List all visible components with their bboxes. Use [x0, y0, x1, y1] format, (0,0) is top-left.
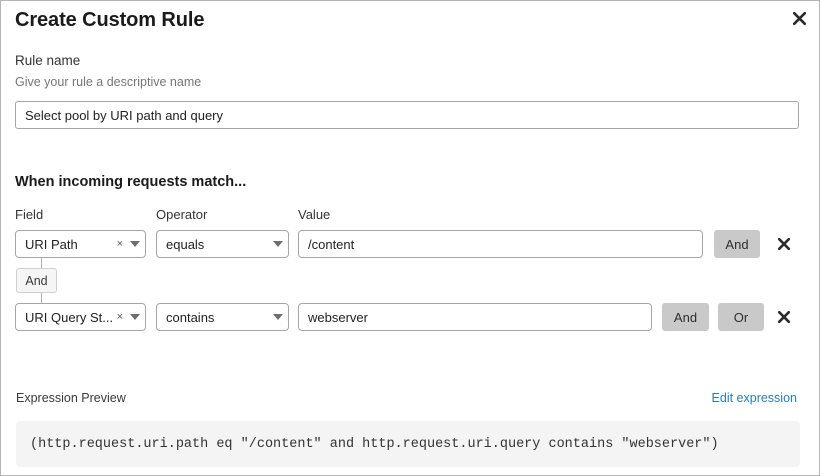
connector-and-badge[interactable]: And [16, 268, 57, 293]
operator-select-1[interactable]: equals [156, 230, 289, 258]
field-select-2[interactable]: URI Query St... × [15, 303, 146, 331]
field-select-2-value: URI Query St... [25, 309, 114, 325]
chevron-down-icon[interactable] [268, 314, 288, 320]
expression-preview-code: (http.request.uri.path eq "/content" and… [16, 421, 800, 467]
close-icon[interactable] [788, 7, 810, 29]
field-select-1-value: URI Path [25, 236, 78, 252]
expression-preview-label: Expression Preview [16, 391, 126, 405]
operator-select-2[interactable]: contains [156, 303, 289, 331]
conditions-heading: When incoming requests match... [15, 174, 247, 190]
field-select-1[interactable]: URI Path × [15, 230, 146, 258]
column-header-value: Value [298, 207, 331, 222]
value-input-2[interactable] [298, 303, 652, 331]
and-button-row-1[interactable]: And [714, 230, 760, 258]
edit-expression-link[interactable]: Edit expression [711, 391, 797, 405]
chevron-down-icon[interactable] [125, 314, 145, 320]
operator-select-1-value: equals [166, 236, 205, 252]
value-input-1[interactable] [298, 230, 703, 258]
column-header-operator: Operator [156, 207, 208, 222]
connector-line-top [41, 258, 42, 269]
clear-icon[interactable]: × [116, 310, 123, 323]
clear-icon[interactable]: × [116, 237, 123, 250]
connector-line-bottom [41, 293, 42, 303]
remove-condition-button-1[interactable] [773, 230, 795, 258]
operator-select-2-value: contains [166, 309, 215, 325]
column-header-field: Field [15, 207, 44, 222]
chevron-down-icon[interactable] [125, 241, 145, 247]
chevron-down-icon[interactable] [268, 241, 288, 247]
rule-name-help-text: Give your rule a descriptive name [15, 75, 202, 89]
rule-name-label: Rule name [15, 53, 81, 68]
and-button-row-2[interactable]: And [662, 303, 709, 331]
or-button-row-2[interactable]: Or [718, 303, 764, 331]
remove-condition-button-2[interactable] [773, 303, 795, 331]
rule-name-input[interactable] [15, 101, 799, 129]
page-title: Create Custom Rule [15, 9, 205, 31]
